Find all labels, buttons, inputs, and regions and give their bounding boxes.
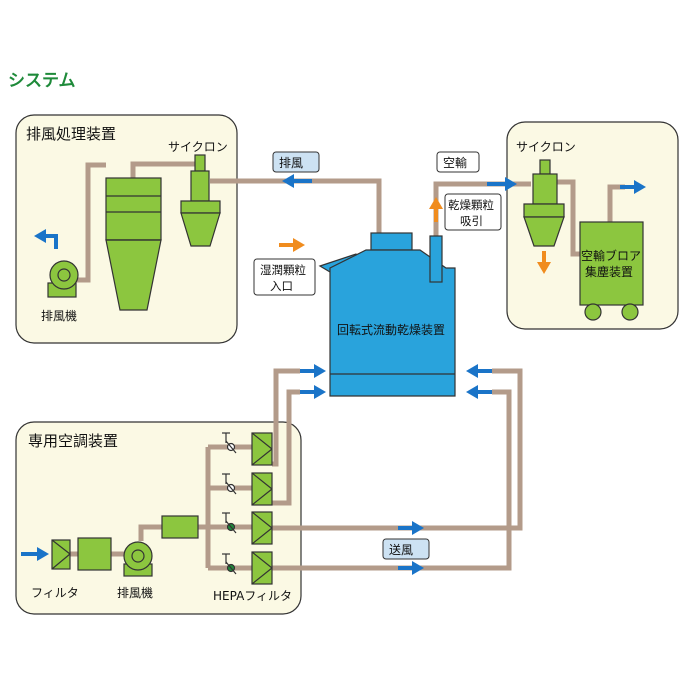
exhaust-fan-label: 排風機 [41, 308, 77, 323]
cyclone-right-label: サイクロン [516, 140, 576, 154]
exhaust-section-title: 排風処理装置 [26, 125, 116, 143]
wet-inlet-label-2: 入口 [270, 279, 293, 293]
dampers [222, 432, 237, 575]
dried-suction-tag [444, 193, 502, 231]
supply-tag-label: 送風 [389, 542, 413, 557]
wet-inlet-label-1: 湿潤顆粒 [260, 263, 306, 277]
cyclone-left-label: サイクロン [168, 140, 228, 154]
filter-label: フィルタ [31, 586, 79, 600]
exhaust-tag [272, 151, 320, 173]
suction-up-arrow-icon [429, 197, 443, 222]
air-intake-arrow-icon [21, 547, 49, 561]
scrubber-tower [105, 177, 162, 311]
wet-inlet-arrow-icon [279, 238, 305, 252]
dryer-label: 回転式流動乾燥装置 [337, 323, 445, 337]
cyclone-left [180, 154, 221, 247]
dryer-in-arrows-right [466, 364, 492, 399]
exhaust-fan-left [47, 260, 79, 298]
blower-dust-collector [579, 221, 644, 321]
fan-bottom-label: 排風機 [117, 585, 153, 600]
supply-fan [123, 541, 153, 577]
transport-tag-label: 空輸 [443, 155, 467, 170]
transport-tag [436, 151, 480, 173]
heater-unit [161, 515, 199, 539]
page-title: システム [8, 71, 76, 91]
dried-suction-label-1: 乾燥顆粒 [448, 198, 494, 212]
exhaust-tag-label: 排風 [279, 156, 303, 170]
hepa-filter-label: HEPAフィルタ [213, 589, 292, 603]
supply-flow-arrows-icon [398, 521, 424, 575]
conditioning-unit [77, 537, 112, 571]
hepa-filters [251, 432, 273, 585]
dryer-in-arrows-left [300, 364, 326, 399]
transport-flow-arrow-icon [487, 177, 517, 191]
pre-filter [51, 539, 71, 570]
wet-inlet-tag [253, 258, 316, 296]
cyclone-right [523, 159, 565, 247]
dried-suction-label-2: 吸引 [460, 214, 483, 228]
blower-out-arrow-icon [620, 180, 646, 194]
blower-label-2: 集塵装置 [585, 264, 633, 279]
cyclone-out-arrow-icon [537, 251, 551, 274]
supply-tag [382, 538, 430, 560]
aircon-section-title: 専用空調装置 [28, 432, 118, 450]
exhaust-out-arrow-icon [34, 229, 58, 249]
exhaust-flow-arrow-icon [282, 174, 312, 188]
rotary-fluid-bed-dryer [318, 232, 456, 397]
blower-label-1: 空輸ブロア [581, 248, 641, 263]
